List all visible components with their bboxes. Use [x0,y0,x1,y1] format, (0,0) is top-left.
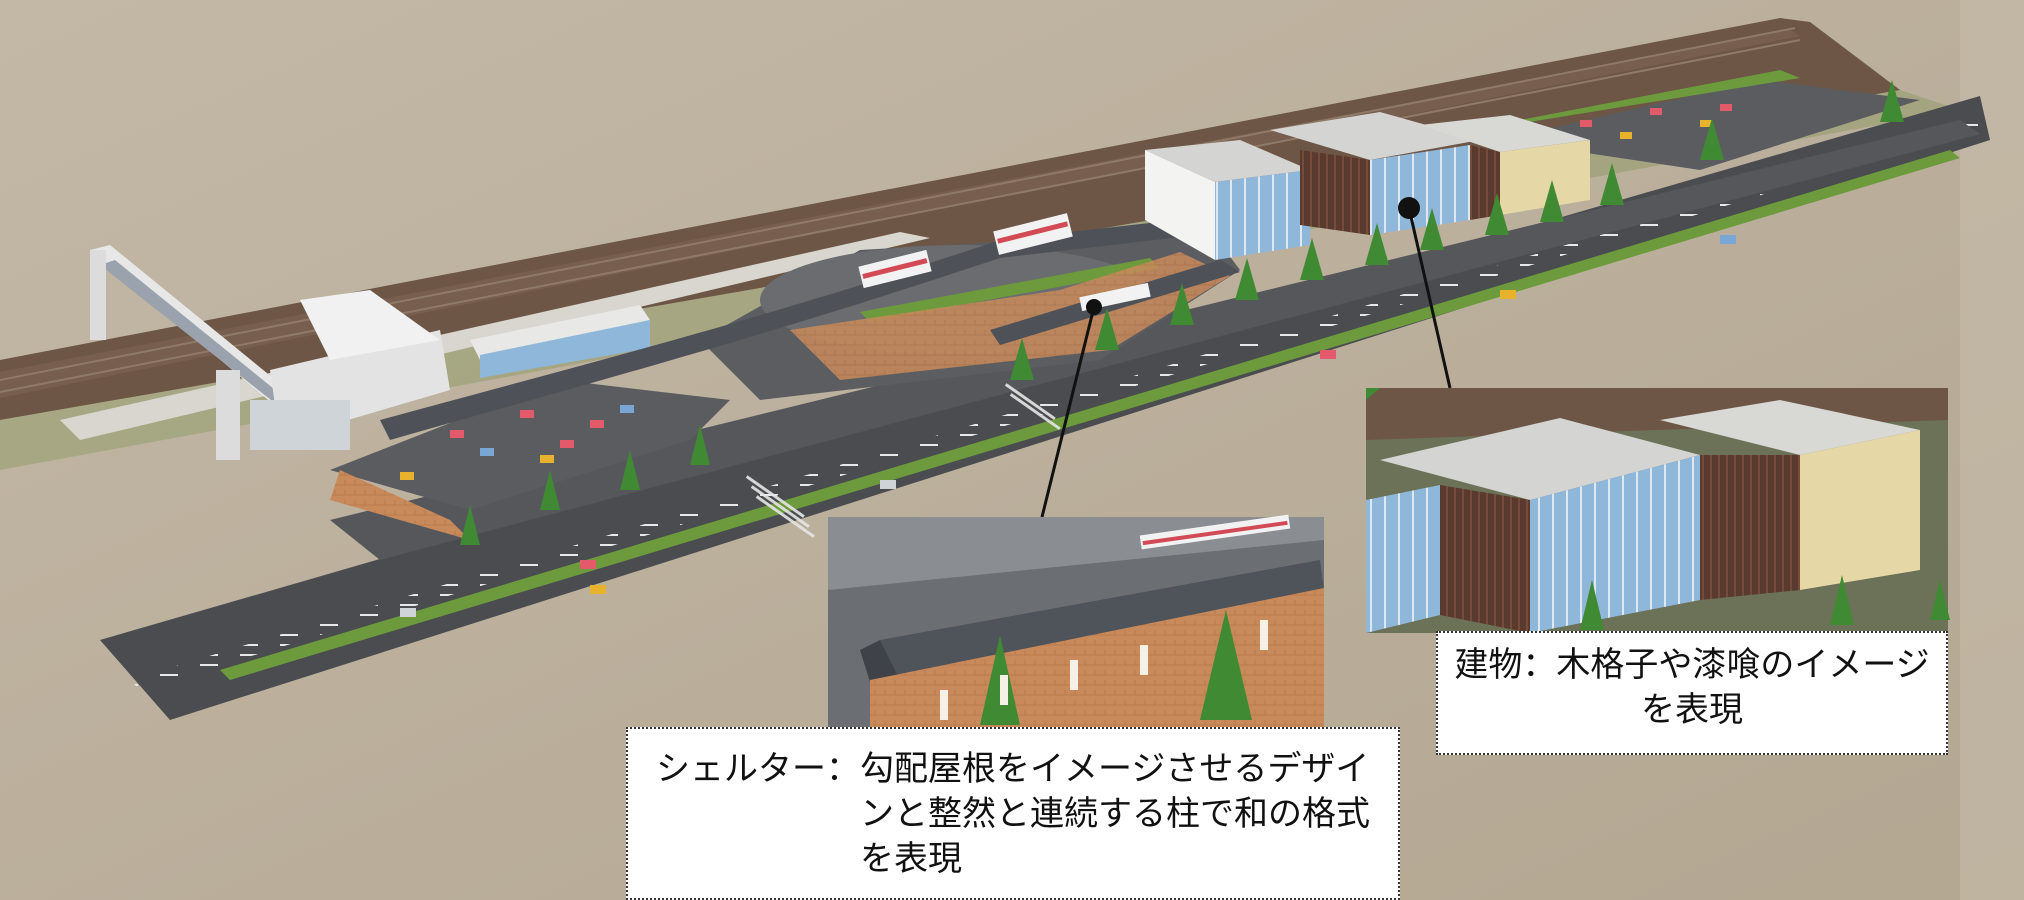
building-leader-line [1407,207,1452,389]
shelter-leader-line [1040,306,1096,518]
building-caption-text: 建物：木格子や漆喰のイメージを表現 [1454,645,1930,730]
railway-tracks [0,18,1900,420]
shelter-caption: シェルター： 勾配屋根をイメージさせるデザインと整然と連続する柱で和の格式を表現 [626,727,1400,900]
civic-building-left [1145,140,1310,260]
street-trees [460,80,1904,545]
shelter-caption-heading: シェルター： [656,749,860,789]
cars [400,235,1736,617]
building-detail-inset [1366,388,1950,633]
shelter-caption-text: 勾配屋根をイメージさせるデザインと整然と連続する柱で和の格式を表現 [860,749,1370,879]
buses [858,213,1151,312]
shelter-detail-inset [828,514,1324,730]
building-caption: 建物：木格子や漆喰のイメージを表現 [1436,631,1948,755]
pedestrian-bridge [90,245,450,460]
civic-building-main [1270,112,1590,235]
